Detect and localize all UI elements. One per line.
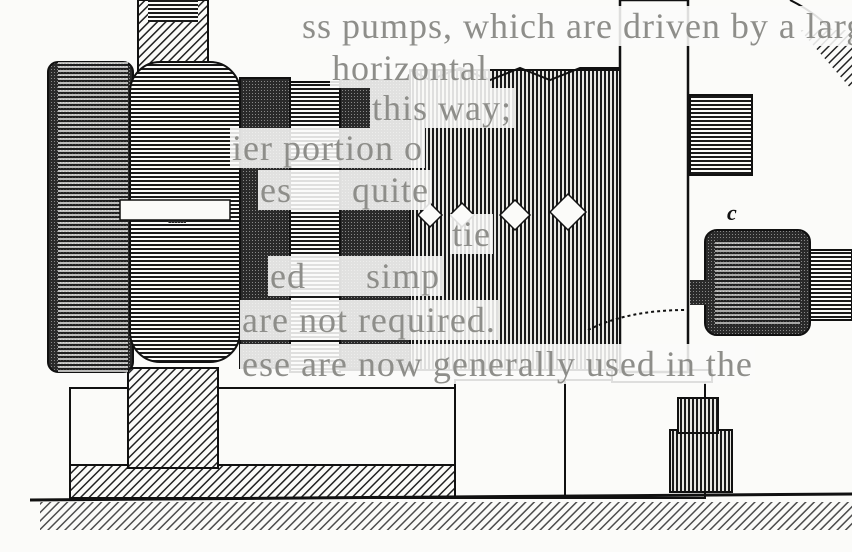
text-line: ss pumps, which are driven by a large xyxy=(300,6,852,46)
text-line: tie xyxy=(450,214,493,254)
text-line: ese are now generally used in the xyxy=(240,344,755,384)
valve-post xyxy=(669,397,733,493)
text-line: ed simp xyxy=(268,256,442,296)
ground xyxy=(29,492,852,530)
text-line: are not required. xyxy=(240,300,498,340)
text-line: this way; xyxy=(370,88,514,128)
figure-label: c xyxy=(727,200,737,225)
text-line: es quite xyxy=(258,170,431,210)
text-line: horizontal xyxy=(330,48,490,88)
text-line: ier portion o xyxy=(230,128,425,168)
gear-wheel xyxy=(47,61,134,373)
